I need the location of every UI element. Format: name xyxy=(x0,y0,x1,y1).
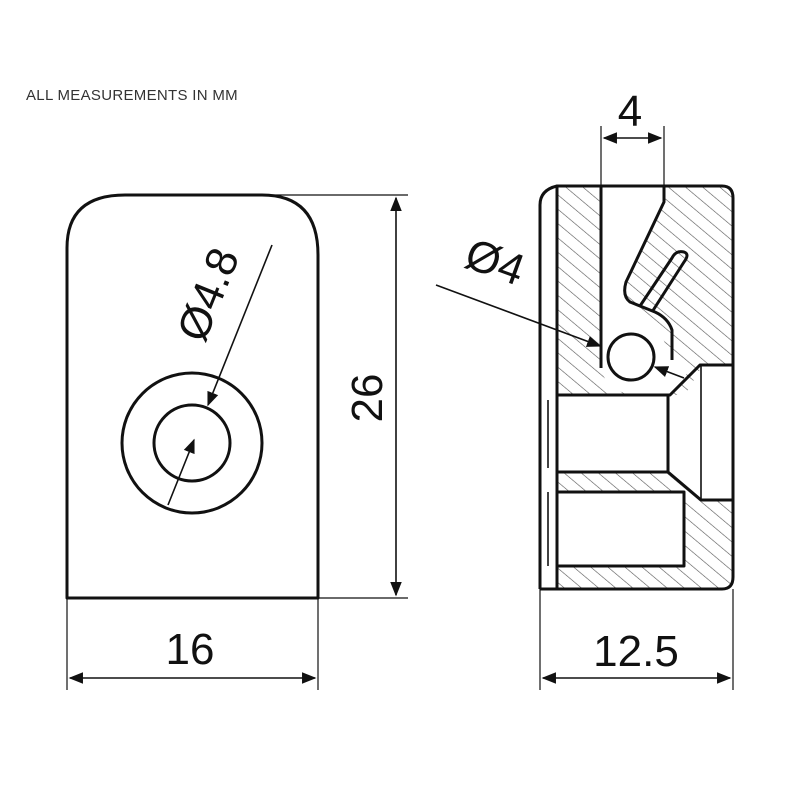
front-hole xyxy=(152,403,232,483)
side-hatch-upper-right xyxy=(624,186,733,372)
side-hatch-lower xyxy=(557,472,733,589)
side-slot-spring xyxy=(638,250,689,313)
side-slot-dimension: 4 xyxy=(618,87,642,136)
front-view: Ø4.8 26 16 xyxy=(65,193,408,690)
front-view-outline xyxy=(65,193,320,600)
side-view: 4 Ø4 12.5 xyxy=(435,87,735,690)
front-height-dimension: 26 xyxy=(343,374,392,423)
side-lower-bore xyxy=(557,490,686,568)
side-pin xyxy=(606,332,656,382)
side-view-outline xyxy=(555,184,735,591)
side-pin-dimension: Ø4 xyxy=(459,229,531,295)
measurement-note: ALL MEASUREMENTS IN MM xyxy=(26,87,238,104)
front-outer-ring xyxy=(120,371,264,515)
side-hole-upper xyxy=(557,363,733,397)
side-width-dimension: 12.5 xyxy=(593,627,679,676)
front-hole-leader xyxy=(207,244,273,407)
side-pin-leader-out xyxy=(653,366,685,379)
side-left-cap xyxy=(538,184,558,206)
front-hole-leader-inner xyxy=(167,438,195,506)
side-pin-leader xyxy=(435,284,602,347)
front-width-dimension: 16 xyxy=(166,625,215,674)
side-hole-lower xyxy=(557,470,733,502)
side-slot-right xyxy=(623,186,674,360)
